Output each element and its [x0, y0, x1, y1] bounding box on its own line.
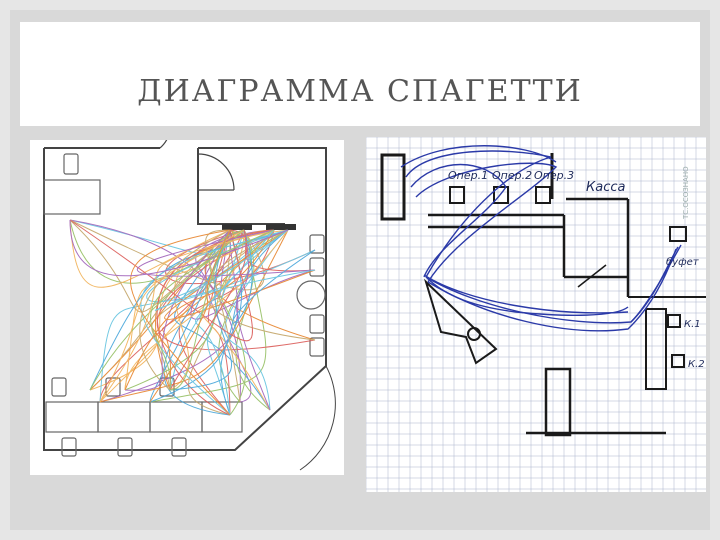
spaghetti-line [140, 229, 289, 416]
spaghetti-line [169, 229, 231, 391]
spaghetti-line [136, 229, 316, 277]
spaghetti-line [156, 229, 275, 416]
label-k2: К.2 [688, 359, 705, 370]
spaghetti-line [174, 229, 271, 411]
spaghetti-line [155, 229, 316, 311]
title-box: ДИАГРАММА СПАГЕТТИ [20, 22, 700, 126]
right-grid-svg: Опер.1 Опер.2 Опер.3 Касса буфет К.1 К.2… [366, 137, 706, 492]
spaghetti-line [124, 229, 245, 391]
label-k1: К.1 [684, 319, 701, 330]
movement-line [405, 150, 552, 278]
movement-line [410, 163, 507, 278]
spaghetti-line [169, 229, 232, 391]
spaghetti-line [99, 229, 275, 403]
spaghetti-line [69, 219, 254, 342]
spaghetti-line [124, 229, 275, 391]
counter-right [266, 224, 296, 230]
hand-drawn-walls [380, 153, 706, 437]
counter-left [222, 224, 252, 230]
spaghetti-line [205, 229, 241, 403]
left-walls [43, 140, 336, 471]
movement-line [400, 145, 557, 168]
chair-icon [63, 153, 79, 175]
movement-line [423, 274, 629, 314]
label-op1: Опер.1 [448, 169, 488, 182]
movement-line [630, 244, 682, 323]
spaghetti-line [220, 229, 243, 416]
left-spaghetti-diagram [30, 140, 344, 475]
watermark: ТС.ОСОЗНАНО [682, 166, 690, 220]
spaghetti-line [69, 219, 265, 291]
movement-line [425, 276, 629, 316]
spaghetti-line [99, 229, 289, 403]
spaghetti-line [124, 229, 231, 391]
spaghetti-line [139, 229, 231, 391]
right-spaghetti-diagram: Опер.1 Опер.2 Опер.3 Касса буфет К.1 К.2… [366, 137, 706, 492]
movement-line [427, 248, 677, 332]
spaghetti-line [232, 229, 316, 324]
spaghetti-line [149, 229, 275, 391]
blue-spaghetti-lines [400, 145, 682, 332]
spaghetti-line [99, 229, 245, 403]
spaghetti-line [195, 229, 275, 416]
label-op2: Опер.2 [492, 169, 532, 182]
spaghetti-line [169, 229, 248, 391]
spaghetti-line [149, 229, 267, 403]
spaghetti-line [162, 229, 275, 391]
spaghetti-line [205, 229, 316, 341]
label-bufet: буфет [666, 256, 700, 268]
spaghetti-lines [69, 219, 316, 416]
spaghetti-line [149, 229, 289, 403]
spaghetti-line [149, 229, 231, 403]
spaghetti-line [69, 219, 289, 277]
graph-paper-grid [366, 137, 706, 492]
spaghetti-line [201, 229, 289, 411]
bottom-tables [45, 377, 243, 457]
label-kassa: Касса [586, 180, 625, 195]
label-op3: Опер.3 [534, 169, 574, 182]
slide-title: ДИАГРАММА СПАГЕТТИ [137, 74, 583, 109]
movement-line [415, 162, 558, 283]
spaghetti-line [236, 229, 271, 411]
spaghetti-line [130, 229, 231, 416]
left-floorplan-svg [43, 140, 336, 471]
